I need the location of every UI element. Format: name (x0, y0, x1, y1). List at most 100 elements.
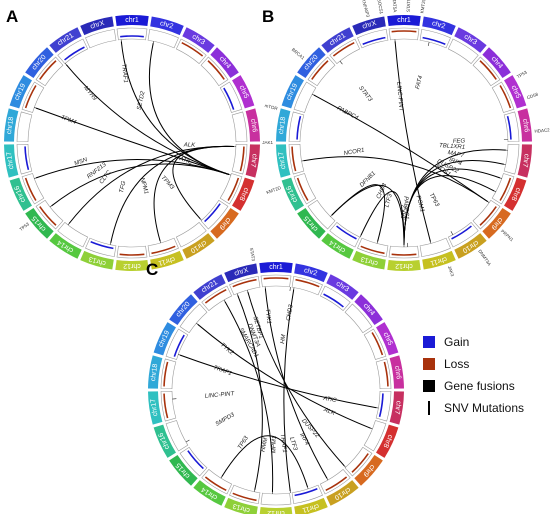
loss-swatch (423, 358, 435, 370)
loss-bar (499, 177, 512, 201)
chromosome-segment (80, 16, 114, 36)
loss-bar (391, 253, 417, 256)
chromosome-segment (517, 108, 532, 142)
fusion-link (331, 184, 386, 242)
snv-marker (428, 401, 430, 415)
chromosome-segment (150, 250, 184, 270)
chromosome-segment (182, 233, 215, 259)
loss-bar (24, 177, 37, 201)
gain-bar (173, 334, 185, 357)
panel-letter: A (6, 7, 18, 26)
chromosome-label: chr18 (278, 116, 287, 134)
gene-label: HM (280, 334, 287, 344)
track-cell (231, 111, 248, 143)
gene-label: FAT4 (415, 74, 424, 89)
chromosome-label: chr6 (393, 365, 402, 380)
chromosome-segment (148, 355, 163, 389)
track-cell (57, 221, 89, 248)
loss-bar (479, 206, 497, 226)
gene-label: POM1 (415, 195, 425, 213)
chromosome-segment (482, 207, 511, 239)
gene-label: NPM1 (139, 177, 149, 195)
snv-label: SNV Mutations (444, 401, 525, 415)
chromosome-segment (49, 27, 82, 53)
track-cell (147, 29, 179, 49)
chromosome-segment (210, 47, 239, 79)
gene-label: ALK (322, 407, 337, 418)
track-cell (160, 358, 177, 390)
gene-label: MPM1 (271, 436, 278, 454)
chromosome-segment (232, 177, 255, 211)
chromosome-label: chr12 (267, 509, 285, 514)
chromosome-segment (276, 144, 291, 178)
track-cell (201, 468, 233, 495)
gene-label: LINC-PINT (395, 82, 404, 113)
loss-bar (291, 146, 297, 172)
chromosome-label: chr7 (521, 153, 530, 168)
track-cell (375, 358, 392, 390)
track-cell (293, 81, 317, 113)
fusion-link (179, 354, 377, 409)
loss-bar (383, 361, 389, 387)
chromosome-label: chr1 (269, 264, 283, 271)
snv-tick (427, 42, 430, 47)
track-cell (319, 285, 351, 312)
chromosome-segment (454, 233, 487, 259)
chromosome-segment (276, 108, 291, 142)
outer-gene-label: JAK1 (262, 140, 273, 145)
track-cell (419, 237, 451, 257)
gene-label: SETD2 (137, 90, 147, 111)
chromosome-segment (259, 262, 293, 274)
loss-bar (163, 361, 169, 387)
track-cell (116, 245, 148, 259)
chromosome-segment (193, 274, 226, 300)
fusion-link (197, 324, 371, 429)
gene-label: TFG (119, 180, 127, 193)
loss-bar (499, 85, 512, 109)
track-cell (85, 29, 117, 49)
loss-bar (204, 476, 227, 492)
gain-bar (64, 46, 85, 61)
chromosome-label: chrX (234, 267, 250, 278)
chromosome-label: chr2 (431, 20, 446, 31)
chromosome-segment (297, 47, 326, 79)
chromosome-segment (389, 391, 404, 425)
chromosome-label: chr12 (395, 262, 413, 269)
outer-gene-label: TP53 (19, 221, 31, 232)
gain-bar (336, 225, 357, 240)
panel-letter: C (146, 260, 158, 279)
gene-label: LTF3 (288, 436, 298, 451)
gene-label: TBL1XR1 (439, 143, 465, 151)
chromosome-segment (294, 497, 328, 514)
outer-gene-label: STAT5A (392, 0, 398, 12)
fusion-link (237, 295, 263, 490)
chromosome-label: chr13 (88, 255, 107, 267)
fusion-link (313, 94, 488, 202)
outer-gene-label: KMT2C (419, 0, 426, 14)
loss-bar (351, 453, 369, 473)
chromosome-label: chr11 (157, 255, 175, 267)
loss-bar (39, 60, 57, 80)
chromosome-segment (4, 144, 19, 178)
chromosome-segment (80, 250, 114, 270)
chromosome-segment (389, 355, 404, 389)
loss-bar (360, 245, 385, 255)
loss-bar (151, 245, 176, 255)
chromosome-label: chr12 (123, 262, 141, 269)
chromosome-segment (25, 47, 54, 79)
loss-bar (119, 253, 145, 256)
fusion-link (35, 107, 230, 175)
gain-bar (422, 36, 446, 46)
chromosome-segment (321, 233, 354, 259)
gain-label: Gain (444, 335, 470, 349)
gain-bar (294, 487, 318, 497)
fusion-link (283, 289, 295, 492)
track-cell (160, 390, 177, 422)
chromosome-segment (224, 497, 258, 514)
chromosome-segment (245, 144, 260, 178)
chromosome-segment (376, 322, 399, 356)
gain-bar (506, 115, 512, 140)
loss-bar (204, 288, 227, 304)
